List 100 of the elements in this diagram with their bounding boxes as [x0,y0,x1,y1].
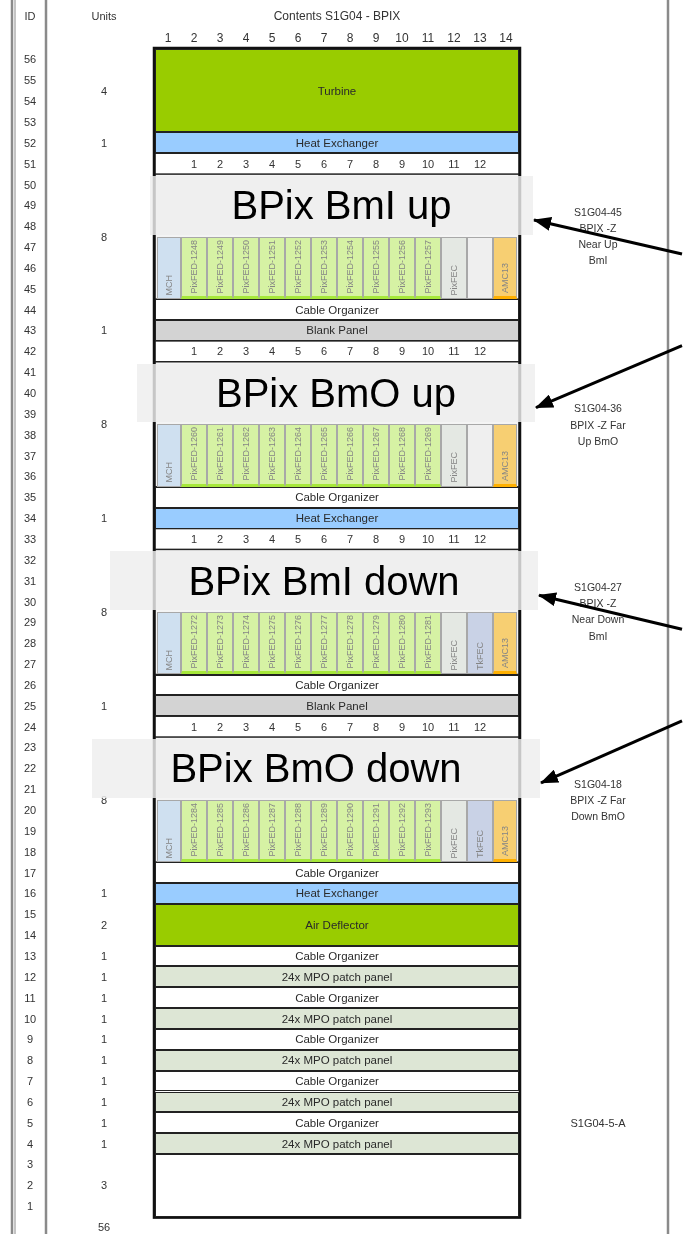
card-label: AMC13 [500,450,510,481]
card-label: PixFED-1252 [293,239,303,294]
slot-number: 8 [372,345,380,358]
arrow [533,217,683,256]
slot-number: 5 [294,720,302,733]
module-card [337,236,363,300]
module-card [259,424,285,487]
card-label: PixFED-1251 [267,239,277,294]
rack-panel [155,1133,519,1155]
card-label: PixFED-1274 [241,614,251,669]
panel-label: Cable Organizer [295,949,379,962]
row-id: 16 [23,887,37,900]
module-card [363,611,389,675]
unit-count: 1 [100,1033,108,1046]
card-label: PixFEC [449,639,459,671]
rack-panel [155,320,519,341]
panel-label: Blank Panel [306,699,368,712]
column-number: 13 [473,31,487,45]
overlay-label: BPix BmI up [231,185,452,226]
row-id: 10 [23,1012,37,1025]
slot-number: 7 [346,720,354,733]
card-label: PixFED-1286 [241,802,251,857]
row-id: 34 [23,512,37,525]
unit-count: 8 [100,230,108,243]
unit-count: 1 [100,970,108,983]
module-card [389,799,415,863]
row-id: 55 [23,74,37,87]
card-label: PixFED-1260 [189,427,199,481]
module-card [181,424,207,487]
module-card [157,424,181,487]
row-id: 42 [23,345,37,358]
panel-id: S1G04-5-A [570,1116,626,1129]
slot-number: 10 [421,532,435,545]
unit-count: 2 [100,918,108,931]
module-card [493,799,517,863]
rack-panel [155,486,519,508]
panel-label: Heat Exchanger [295,887,379,900]
module-card [311,424,337,487]
row-id: 17 [23,866,37,879]
module-card [363,799,389,863]
row-id: 56 [23,53,37,66]
slot-number: 9 [398,345,406,358]
module-card [207,611,233,675]
row-id: 22 [23,762,37,775]
rack-panel [155,507,519,529]
rack-panel [155,1091,519,1113]
rack-panel [155,1112,519,1134]
row-id: 35 [23,491,37,504]
column-header: ID [24,10,36,22]
rack-panel [155,299,519,321]
empty-slot [467,424,493,487]
module-card [493,424,517,487]
module-card [389,611,415,675]
panel-label: 24x MPO patch panel [281,1137,393,1150]
row-id: 33 [23,532,37,545]
card-label: PixFED-1257 [423,239,433,294]
slot-number: 5 [294,345,302,358]
card-label: PixFED-1284 [189,802,199,857]
overlay-banner [137,363,535,423]
rack-panel [155,1049,519,1071]
slot-number: 5 [294,532,302,545]
row-id: 37 [23,449,37,462]
card-label: PixFED-1287 [267,802,277,857]
panel-label: 24x MPO patch panel [281,1054,393,1067]
module-card [467,611,493,675]
card-label: PixFED-1292 [397,802,407,857]
module-card [389,236,415,300]
module-card [259,236,285,300]
card-label: PixFED-1291 [371,802,381,857]
slot-number: 11 [448,345,460,358]
unit-count: 1 [100,136,108,149]
row-id: 26 [23,678,37,691]
slot-number: 2 [216,532,224,545]
slot-number: 3 [242,157,250,170]
module-card [207,236,233,300]
row-id: 20 [23,804,37,816]
card-label: AMC13 [500,826,510,857]
row-id: 19 [23,824,37,837]
panel-label: Cable Organizer [295,303,379,316]
module-card [467,799,493,863]
card-label: MCH [164,274,174,296]
module-card [259,611,285,675]
card-label: PixFED-1288 [293,802,303,857]
module-card [311,611,337,675]
row-id: 41 [23,366,37,379]
slot-number: 4 [268,720,276,733]
slot-number: 12 [473,532,487,545]
module-card [441,611,467,675]
slot-number: 10 [421,157,435,170]
slot-number: 10 [421,720,435,733]
slot-number: 12 [473,720,487,733]
card-label: PixFED-1276 [293,614,303,669]
slot-number: 4 [268,345,276,358]
module-card [415,611,441,675]
row-id: 29 [23,616,37,629]
card-label: PixFED-1272 [189,614,199,669]
empty-panel [155,1154,519,1217]
row-id: 11 [24,991,36,1004]
arrow [535,344,683,410]
column-number: 1 [164,31,172,45]
